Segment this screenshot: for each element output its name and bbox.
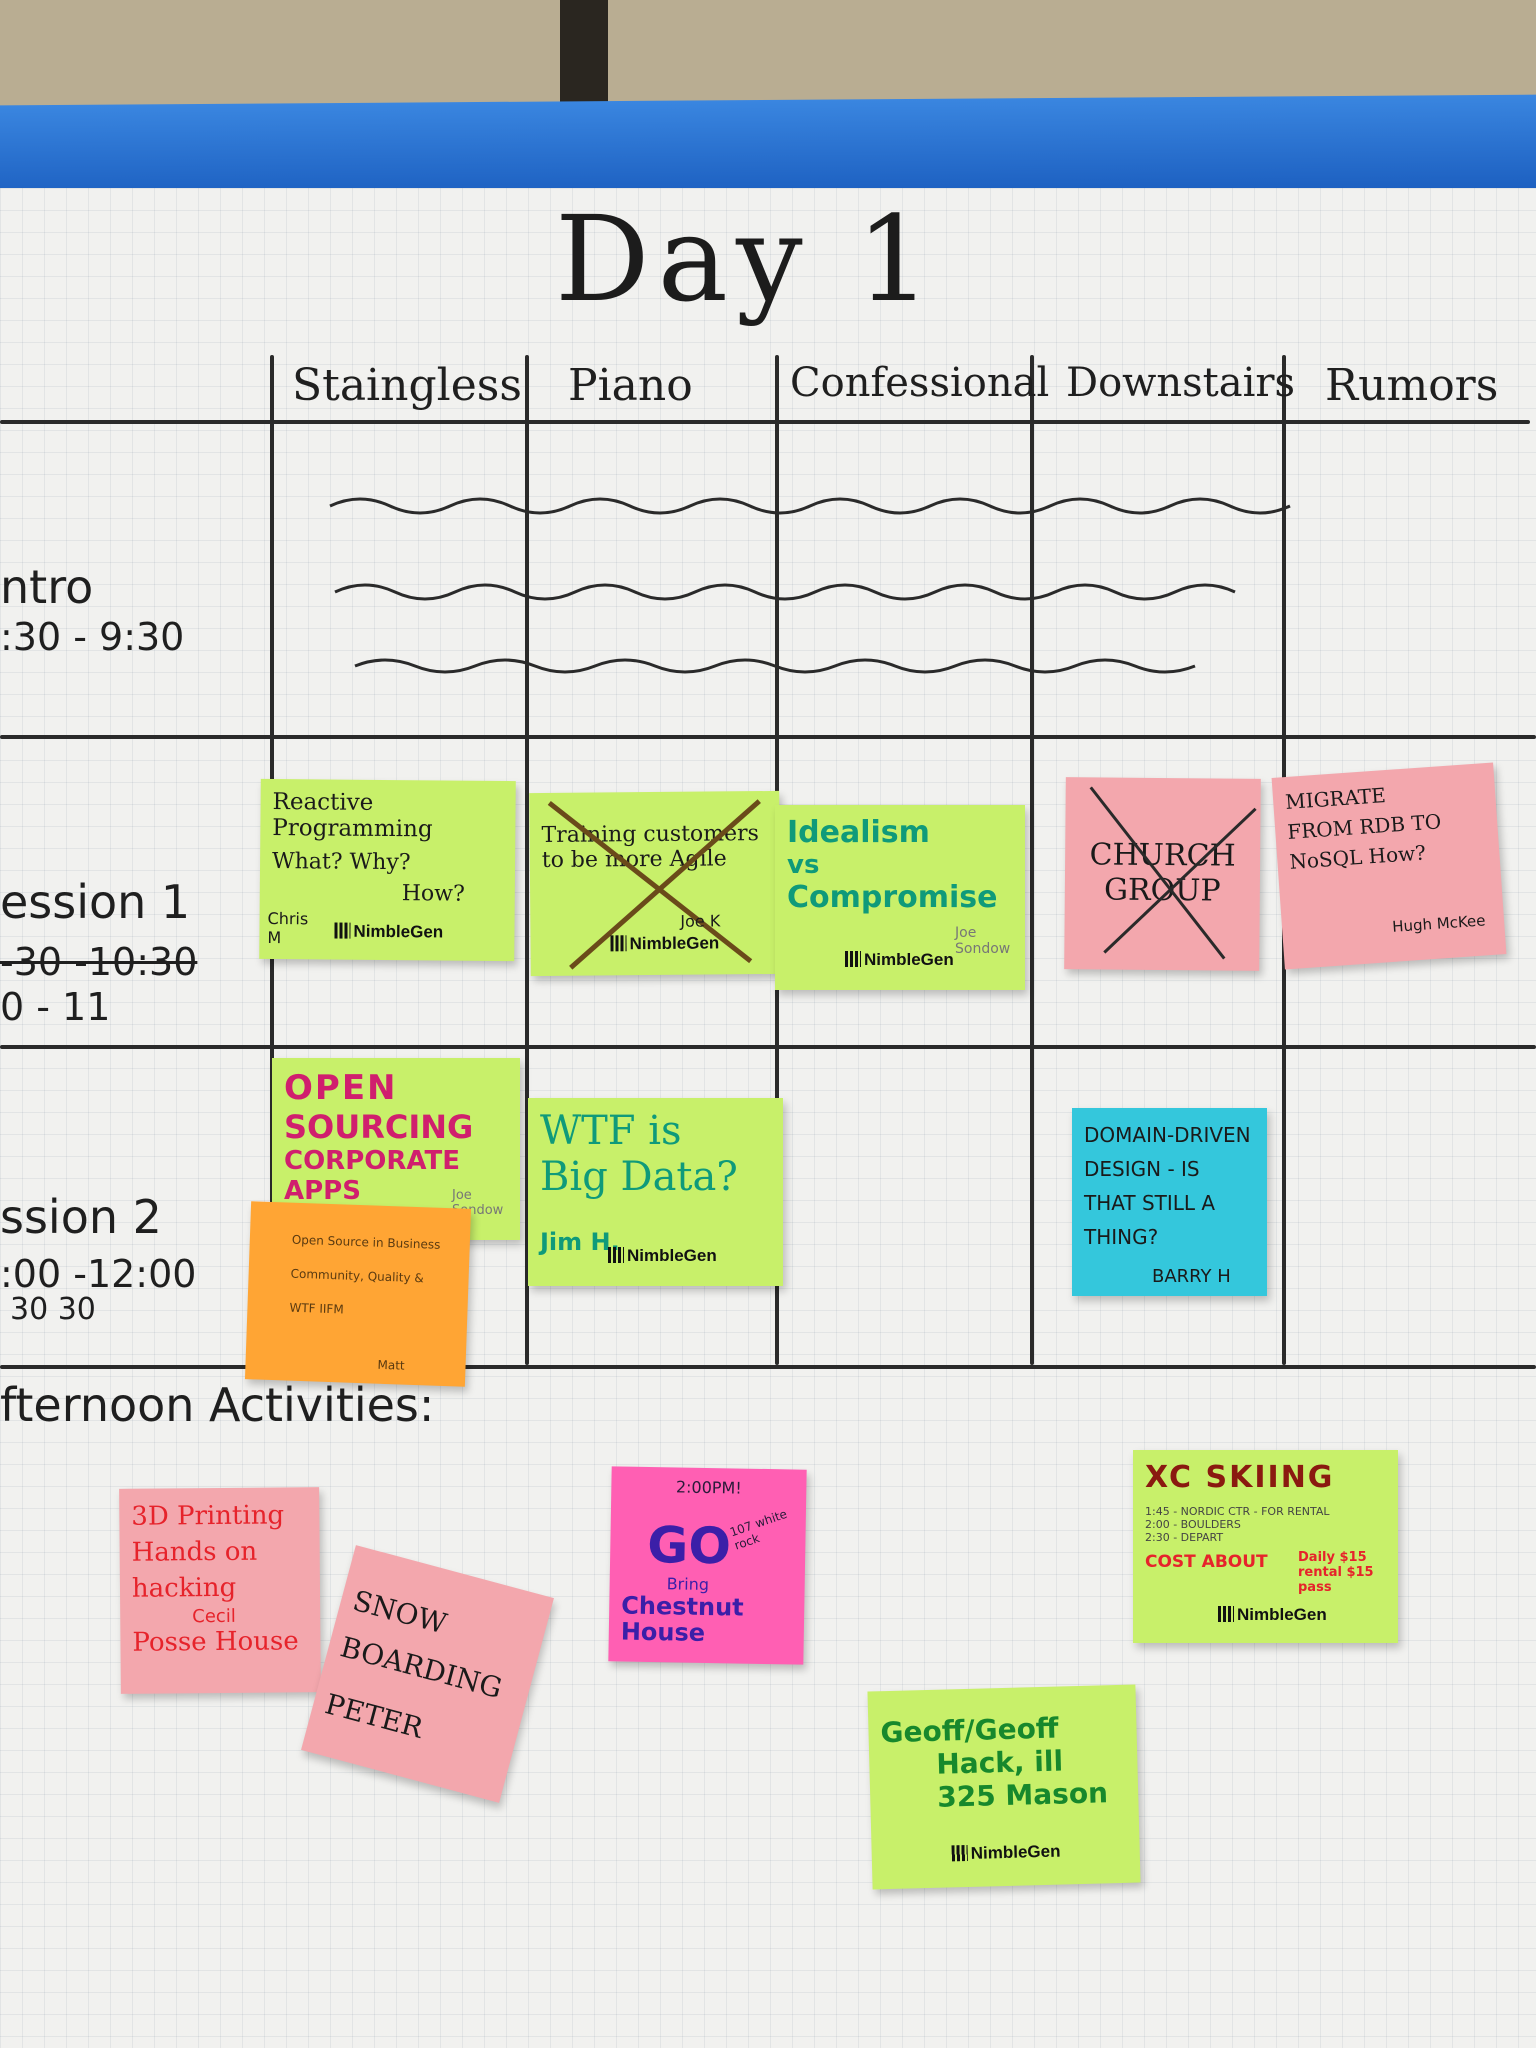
- note-text: DOMAIN-DRIVEN DESIGN - IS THAT STILL A T…: [1084, 1123, 1251, 1249]
- sticky-note-geoff-hack: Geoff/Geoff Hack, ill 325 Mason NimbleGe…: [867, 1684, 1141, 1890]
- note-text: What? Why?: [271, 848, 411, 876]
- note-author: Joe Sondow: [955, 925, 1011, 957]
- sticky-note-reactive-programming: Reactive Programming What? Why? How? Chr…: [259, 778, 516, 962]
- nimblegen-logo: NimbleGen: [610, 933, 719, 954]
- sticky-note-xc-skiing: XC SKIING 1:45 - NORDIC CTR - FOR RENTAL…: [1133, 1450, 1398, 1643]
- row-time-session2-extra: 30 30: [10, 1292, 96, 1327]
- grid-line-intro: [0, 735, 1536, 739]
- note-text: SNOW BOARDING: [336, 1583, 506, 1706]
- note-text: 1:45 - NORDIC CTR - FOR RENTAL: [1145, 1505, 1330, 1518]
- note-text: Compromise: [787, 880, 998, 915]
- note-text: CORPORATE: [284, 1146, 460, 1176]
- note-text: COST ABOUT: [1145, 1552, 1268, 1572]
- sticky-note-idealism-compromise: Idealism vs Compromise Joe Sondow Nimble…: [775, 805, 1025, 990]
- row-label-session2: ssion 2: [0, 1190, 162, 1244]
- sticky-note-church-group: CHURCH GROUP: [1064, 777, 1261, 971]
- blue-tape: [0, 94, 1536, 202]
- note-text: Posse House: [132, 1626, 299, 1658]
- note-text: WTF is: [540, 1108, 682, 1154]
- note-text: Daily $15 rental $15 pass: [1298, 1550, 1374, 1595]
- note-text: 325 Mason: [936, 1776, 1109, 1814]
- grid-col-2: [525, 355, 529, 1365]
- column-header-piano: Piano: [568, 360, 693, 411]
- note-text: 2:30 - DEPART: [1145, 1531, 1224, 1544]
- note-author: Matt: [377, 1357, 405, 1373]
- note-text: How?: [401, 881, 465, 907]
- note-text: MIGRATE FROM RDB TO NoSQL How?: [1284, 783, 1442, 874]
- note-text: OPEN: [284, 1068, 398, 1108]
- note-text: Reactive Programming: [272, 788, 433, 843]
- note-author: Chris M: [267, 908, 309, 948]
- note-text: 2:00PM!: [675, 1477, 742, 1498]
- sticky-note-open-sourcing: OPEN SOURCING CORPORATE APPS Joe Sondow: [272, 1058, 520, 1240]
- row-time-intro: :30 - 9:30: [0, 615, 185, 659]
- nimblegen-logo: NimbleGen: [1218, 1605, 1327, 1625]
- note-text: APPS: [284, 1176, 361, 1206]
- grid-col-4: [1030, 355, 1034, 1365]
- note-text: Hack, ill: [935, 1744, 1064, 1781]
- grid-line-session1: [0, 1045, 1536, 1049]
- intro-wavy-lines: [329, 497, 1291, 674]
- column-header-rumors: Rumors: [1325, 360, 1499, 411]
- row-time-session2: :00 -12:00: [0, 1252, 197, 1296]
- note-text: Big Data?: [540, 1154, 738, 1200]
- row-label-intro: ntro: [0, 560, 94, 614]
- cross-out-mark: [547, 799, 761, 970]
- nimblegen-logo: NimbleGen: [334, 922, 443, 943]
- note-author: BARRY H: [1152, 1266, 1231, 1287]
- sticky-note-wtf-big-data: WTF is Big Data? Jim H. NimbleGen: [528, 1098, 783, 1286]
- note-text: SOURCING: [284, 1108, 474, 1146]
- sticky-note-training-customers: Training customers to be more Agile Joe …: [529, 790, 781, 977]
- board-title: Day 1: [555, 190, 940, 328]
- afternoon-activities-label: fternoon Activities:: [0, 1378, 435, 1432]
- nimblegen-logo: NimbleGen: [608, 1246, 717, 1266]
- note-text: Chestnut House: [620, 1591, 744, 1647]
- note-text: Cecil: [192, 1605, 236, 1628]
- sticky-note-open-source-business: Open Source in Business Community, Quali…: [244, 1201, 472, 1387]
- column-header-confessional: Confessional: [790, 360, 1050, 406]
- note-text: XC SKIING: [1145, 1460, 1335, 1495]
- column-header-staingless: Staingless: [292, 360, 522, 411]
- note-author: Hugh McKee: [1391, 911, 1486, 936]
- row-label-session1: ession 1: [0, 875, 191, 929]
- sticky-note-3d-printing: 3D Printing Hands on hacking Cecil Posse…: [119, 1487, 321, 1694]
- grid-line-header: [0, 420, 1530, 424]
- nimblegen-logo: NimbleGen: [951, 1842, 1061, 1865]
- cubicle-gap: [560, 0, 608, 110]
- note-text: 3D Printing Hands on hacking: [131, 1500, 285, 1604]
- note-text: 2:00 - BOULDERS: [1145, 1518, 1241, 1531]
- note-author: Joe K: [680, 911, 721, 931]
- column-header-downstairs: Downstairs: [1066, 360, 1296, 406]
- cross-out-mark: [1089, 786, 1257, 960]
- note-text: Open Source in Business Community, Quali…: [289, 1232, 441, 1317]
- sticky-note-go: 2:00PM! 107 white rock GO Bring Chestnut…: [608, 1466, 807, 1665]
- note-text: Idealism: [787, 815, 930, 850]
- grid-line-session2: [0, 1365, 1536, 1369]
- note-text: vs: [787, 850, 820, 880]
- row-time-session1-new: 0 - 11: [0, 985, 111, 1029]
- note-author: Jim H.: [540, 1228, 620, 1256]
- nimblegen-logo: NimbleGen: [845, 950, 954, 970]
- sticky-note-domain-driven-design: DOMAIN-DRIVEN DESIGN - IS THAT STILL A T…: [1072, 1108, 1267, 1296]
- sticky-note-migrate-nosql: MIGRATE FROM RDB TO NoSQL How? Hugh McKe…: [1271, 762, 1507, 970]
- row-time-session1-old: -30 -10:30: [0, 940, 198, 984]
